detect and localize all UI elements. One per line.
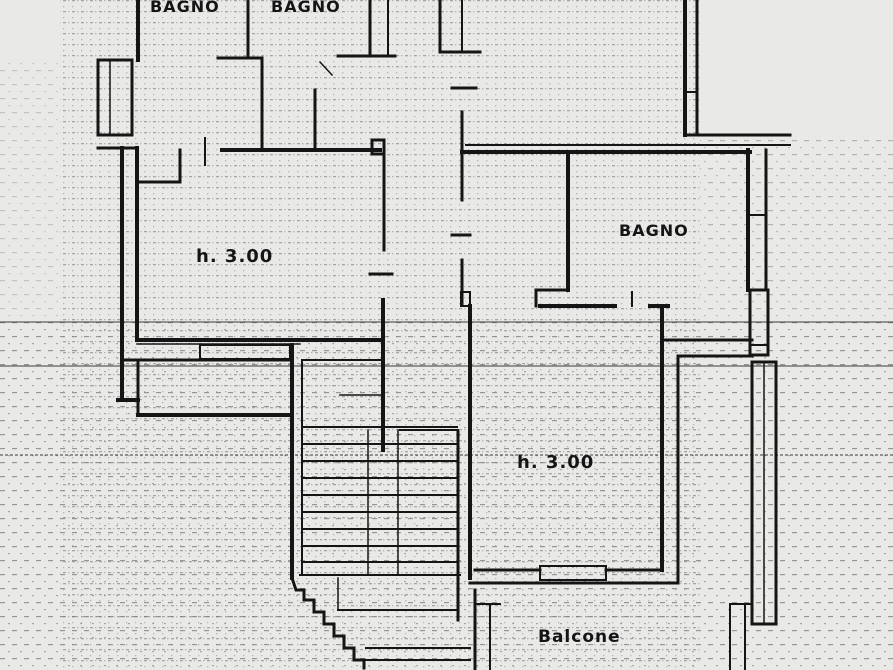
bathroom-label-3: BAGNO: [619, 221, 689, 240]
bathroom-label-2: BAGNO: [271, 0, 341, 16]
balcony-label: Balcone: [538, 627, 621, 647]
bathroom-label-1: BAGNO: [150, 0, 220, 16]
walls: [96, 0, 792, 670]
stair-treads: [302, 426, 458, 563]
room-height-label-2: h. 3.00: [517, 452, 594, 473]
horizontal-guide-lines: [0, 321, 893, 456]
room-height-label-1: h. 3.00: [196, 246, 273, 267]
